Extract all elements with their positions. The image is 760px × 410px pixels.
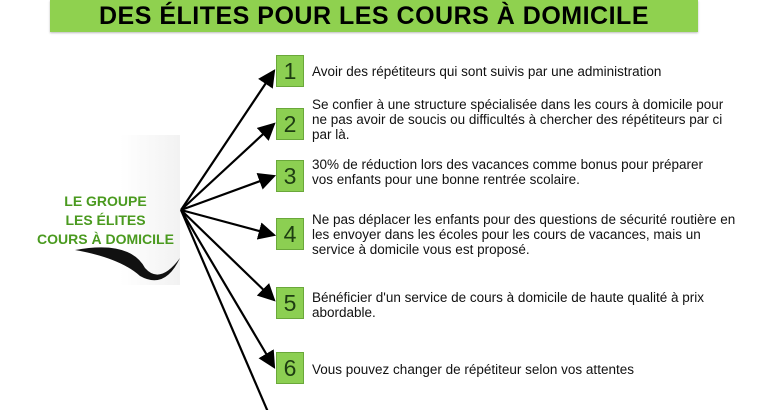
- arrow-1: [180, 69, 276, 211]
- banner-title: DES ÉLITES POUR LES COURS À DOMICILE: [99, 2, 649, 30]
- item-text-4: Ne pas déplacer les enfants pour des que…: [312, 212, 736, 257]
- number-box-5: 5: [276, 287, 304, 319]
- arrow-6: [180, 209, 276, 369]
- item-text-2: Se confier à une structure spécialisée d…: [312, 97, 724, 142]
- logo-line-1: LE GROUPE: [64, 193, 147, 209]
- logo-line-2: LES ÉLITES: [65, 212, 146, 228]
- item-text-1: Avoir des répétiteurs qui sont suivis pa…: [312, 64, 662, 79]
- title-banner: DES ÉLITES POUR LES COURS À DOMICILE: [50, 0, 698, 32]
- arrow-5: [180, 209, 276, 302]
- logo-background: [30, 135, 180, 285]
- number-box-3: 3: [276, 160, 304, 192]
- arrow-4: [180, 208, 277, 240]
- logo-line-3: COURS À DOMICILE: [37, 231, 174, 247]
- number-box-2: 2: [276, 108, 304, 140]
- arrow-2: [180, 122, 276, 211]
- item-text-3: 30% de réduction lors des vacances comme…: [312, 157, 703, 187]
- logo: LE GROUPE LES ÉLITES COURS À DOMICILE: [18, 192, 193, 249]
- item-text-5: Bénéficier d'un service de cours à domic…: [312, 290, 705, 320]
- number-box-6: 6: [276, 352, 304, 384]
- arrow-7: [179, 209, 269, 410]
- number-box-4: 4: [276, 218, 304, 250]
- arrow-3: [180, 173, 277, 212]
- item-text-6: Vous pouvez changer de répétiteur selon …: [312, 362, 634, 377]
- swoosh-icon: [75, 247, 180, 281]
- number-box-1: 1: [276, 55, 304, 87]
